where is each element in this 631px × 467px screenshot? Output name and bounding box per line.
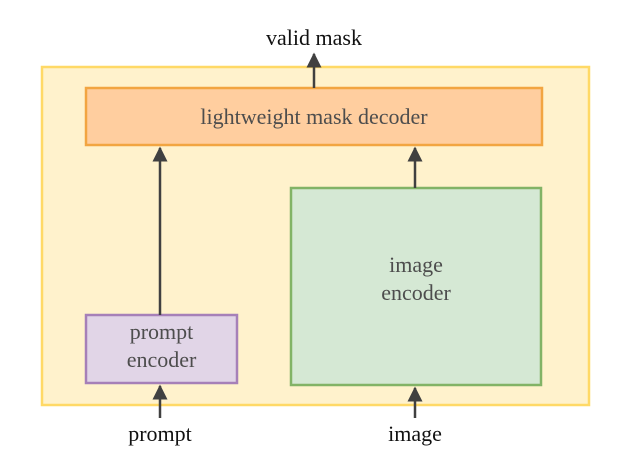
prompt-encoder-box (84, 313, 239, 385)
prompt-encoder-label: prompt encoder (86, 318, 237, 373)
image-encoder-label-line1: image (389, 252, 443, 277)
image-encoder-label: image encoder (291, 251, 541, 306)
image-input-label: image (388, 421, 442, 446)
prompt-encoder-label-line2: encoder (126, 346, 197, 372)
prompt-input-label: prompt (128, 421, 192, 446)
prompt-encoder-label-line1: prompt (129, 319, 194, 344)
image-encoder-label-line2: encoder (381, 279, 451, 305)
output-label: valid mask (266, 25, 362, 50)
mask-decoder-box (84, 86, 544, 147)
decoder-label: lightweight mask decoder (200, 104, 428, 129)
